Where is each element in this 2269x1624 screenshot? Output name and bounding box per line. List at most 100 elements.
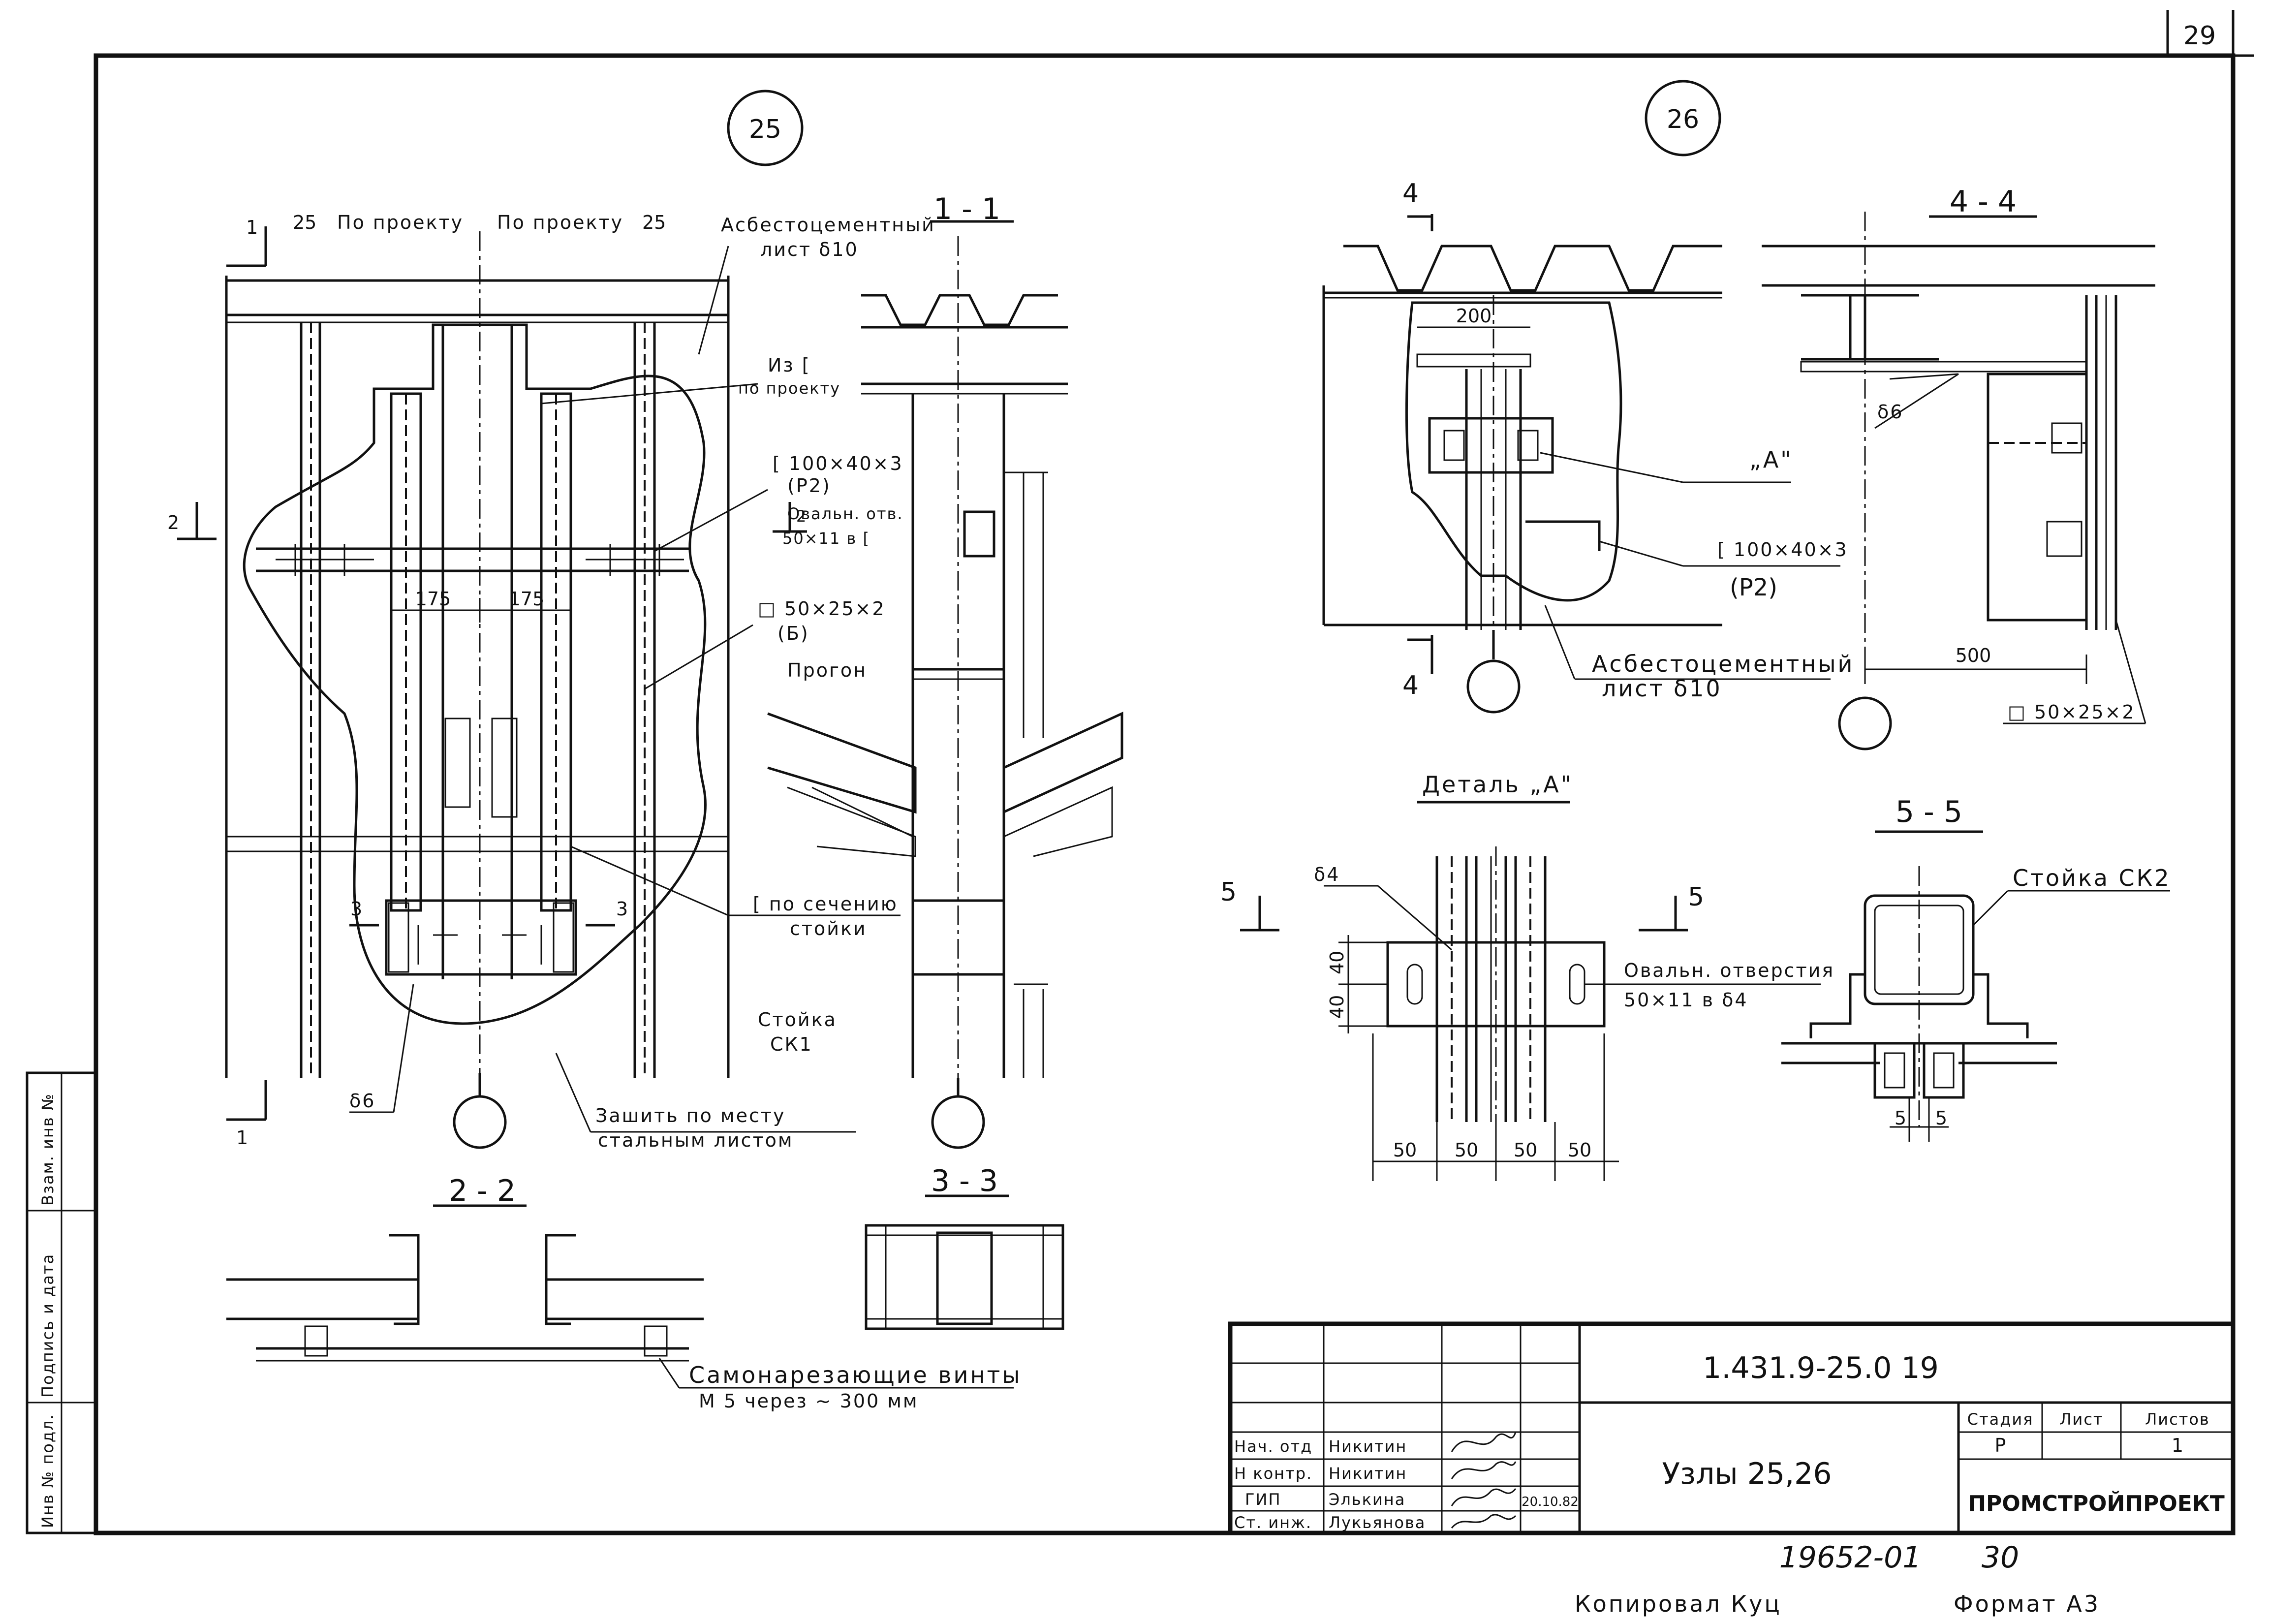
node-25-from-channel-line1: Из [ — [768, 354, 811, 376]
section-5-5-dim-5a: 5 — [1895, 1107, 1906, 1129]
node-26-cut4-bottom: 4 — [1402, 671, 1419, 700]
node-25-cut2-left: 2 — [167, 512, 179, 533]
title-block-sheets: 1 — [2172, 1435, 2183, 1456]
node-25-dim-25-right: 25 — [642, 212, 666, 233]
node-26-plate-s6: δ6 — [1877, 401, 1903, 423]
section-4-4-title: 4 - 4 — [1950, 185, 2017, 219]
node-25-dim-175-b: 175 — [509, 588, 545, 610]
node-26-asbestos-line2: лист δ10 — [1602, 675, 1722, 702]
node-25-oval-hole-line1: Овальн. отв. — [787, 504, 903, 523]
node-26-view — [1322, 80, 1840, 714]
section-1-1-title: 1 - 1 — [933, 192, 1000, 226]
node-26-tube: □ 50×25×2 — [2008, 701, 2136, 723]
node-25-asbestos-line2: лист δ10 — [760, 239, 859, 260]
section-2-2-view — [226, 1204, 1014, 1389]
node-26-number: 26 — [1667, 105, 1699, 134]
node-26-channel-line2: (Р2) — [1730, 574, 1777, 601]
node-25-channel-section-line1: [ по сечению — [753, 893, 898, 915]
title-block-doc-code: 1.431.9-25.0 19 — [1703, 1351, 1939, 1385]
node-25-cut1-bottom: 1 — [236, 1127, 248, 1149]
node-25-cut3-left: 3 — [350, 898, 362, 920]
title-block-org: ПРОМСТРОЙПРОЕКТ — [1968, 1490, 2225, 1516]
node-25-number: 25 — [749, 115, 781, 144]
sheet-frame — [93, 10, 2254, 1535]
title-block — [1228, 1321, 2236, 1535]
side-stamp-signature-date: Подпись и дата — [38, 1253, 57, 1398]
node-25-post-line2: СК1 — [770, 1033, 813, 1055]
detail-A-view — [1240, 801, 1821, 1181]
section-5-5-dim-5b: 5 — [1935, 1107, 1947, 1129]
archive-sheet: 30 — [1982, 1540, 2019, 1575]
section-5-5-post: Стойка СК2 — [2013, 865, 2171, 891]
node-25-sew-line1: Зашить по месту — [595, 1105, 785, 1126]
detail-A-dim-50-1: 50 — [1393, 1139, 1417, 1161]
node-25-asbestos-line1: Асбестоцементный — [721, 214, 935, 236]
screws-line1: Самонарезающие винты — [689, 1362, 1022, 1388]
page-number: 29 — [2183, 21, 2216, 51]
section-5-5-view — [1781, 830, 2170, 1142]
section-3-3-view — [865, 1194, 1064, 1330]
copied-by: Копировал Куц — [1575, 1591, 1782, 1617]
section-2-2-title: 2 - 2 — [449, 1174, 516, 1208]
detail-A-dim-50-4: 50 — [1568, 1139, 1591, 1161]
node-25-cut3-right: 3 — [616, 898, 628, 920]
archive-number: 19652-01 — [1779, 1540, 1922, 1575]
title-block-name-4: Лукьянова — [1329, 1513, 1426, 1532]
node-25-post-line1: Стойка — [758, 1009, 837, 1031]
node-25-tube-line2: (Б) — [777, 623, 809, 644]
node-26-channel-line1: [ 100×40×3 — [1717, 539, 1848, 561]
node-25-view — [177, 90, 901, 1149]
side-stamp — [26, 1071, 97, 1534]
detail-A-dim-50-3: 50 — [1514, 1139, 1537, 1161]
node-25-cut1-top: 1 — [246, 217, 258, 238]
detail-A-dim-40a: 40 — [1326, 951, 1348, 974]
title-block-name-2: Никитин — [1329, 1464, 1407, 1483]
node-25-tube-line1: □ 50×25×2 — [758, 598, 886, 620]
detail-A-dim-40b: 40 — [1326, 995, 1348, 1019]
title-block-date: 20.10.82 — [1522, 1495, 1579, 1509]
side-stamp-inv-original: Инв № подл. — [38, 1413, 57, 1528]
node-25-oval-hole-line2: 50×11 в [ — [782, 529, 870, 548]
format-label: Формат А3 — [1954, 1591, 2100, 1617]
title-block-title: Узлы 25,26 — [1662, 1457, 1832, 1491]
title-block-name-3: Элькина — [1329, 1490, 1405, 1509]
detail-A-s4: δ4 — [1314, 864, 1340, 885]
title-block-role-3: ГИП — [1245, 1490, 1281, 1509]
section-1-1-view — [767, 220, 1123, 1149]
node-25-channel-line1: [ 100×40×3 — [773, 453, 903, 474]
title-block-sheet-header: Лист — [2059, 1410, 2103, 1429]
node-25-cut2-right: 2 — [796, 507, 807, 526]
node-25-by-project-left: По проекту — [337, 212, 464, 233]
title-block-role-2: Н контр. — [1234, 1464, 1312, 1483]
title-block-name-1: Никитин — [1329, 1437, 1407, 1456]
node-26-dim-500: 500 — [1956, 645, 1991, 666]
title-block-stage-header: Стадия — [1967, 1410, 2034, 1429]
node-25-channel-line2: (Р2) — [787, 475, 831, 497]
section-4-4-view — [1762, 212, 2155, 750]
detail-A-title: Деталь „А" — [1422, 771, 1573, 798]
node-25-by-project-right: По проекту — [497, 212, 623, 233]
title-block-role-1: Нач. отд — [1234, 1437, 1312, 1456]
node-25-dim-25-left: 25 — [293, 212, 316, 233]
section-3-3-title: 3 - 3 — [931, 1164, 998, 1198]
node-25-sew-line2: стальным листом — [598, 1129, 794, 1151]
node-26-ref-A: „А" — [1749, 446, 1793, 473]
node-25-marker — [727, 90, 804, 166]
node-26-asbestos-line1: Асбестоцементный — [1592, 651, 1854, 677]
title-block-sheets-header: Листов — [2145, 1410, 2210, 1429]
detail-A-cut5-right: 5 — [1688, 882, 1704, 912]
section-5-5-title: 5 - 5 — [1896, 795, 1962, 829]
title-block-stage: Р — [1995, 1435, 2006, 1456]
node-25-plate-s6: δ6 — [349, 1090, 375, 1112]
node-26-cut4-top: 4 — [1402, 179, 1419, 208]
title-block-role-4: Ст. инж. — [1234, 1513, 1312, 1532]
side-stamp-replacement-inv: Взам. инв № — [38, 1093, 57, 1206]
node-25-dim-175-a: 175 — [415, 588, 451, 610]
screws-line2: М 5 через ~ 300 мм — [699, 1390, 919, 1412]
detail-A-dim-50-2: 50 — [1455, 1139, 1478, 1161]
node-25-from-channel-line2: по проекту — [738, 379, 840, 398]
node-25-purlin: Прогон — [787, 659, 867, 681]
node-26-dim-200: 200 — [1456, 305, 1492, 327]
detail-A-oval-line1: Овальн. отверстия — [1624, 960, 1834, 981]
